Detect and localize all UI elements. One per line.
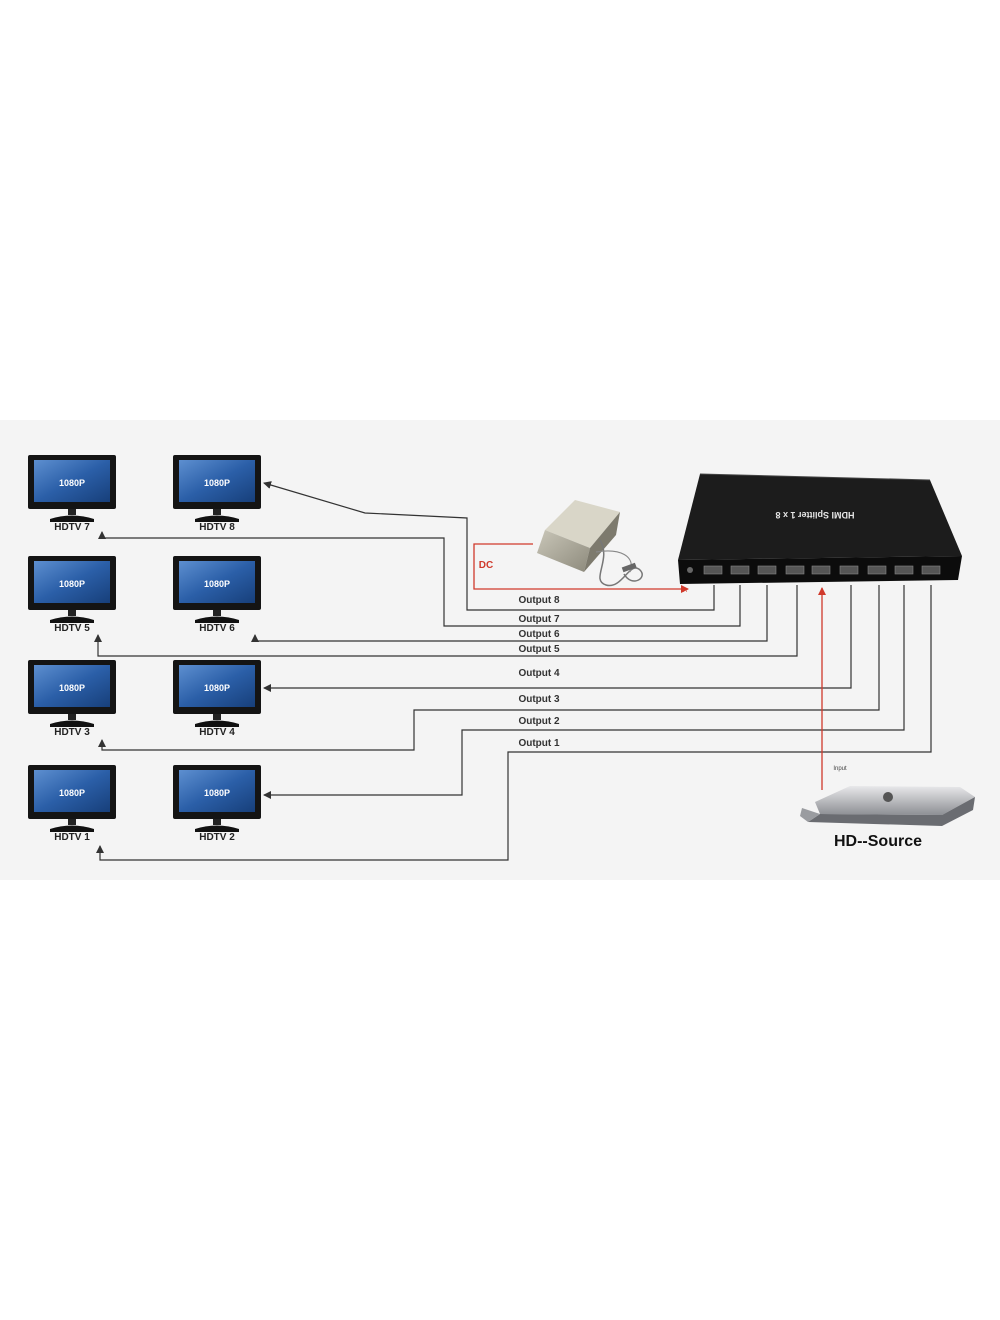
line-output-3: [98, 585, 880, 751]
line-output-6: [251, 585, 768, 642]
line-output-5: [94, 585, 798, 657]
screen-text: 1080P: [59, 788, 85, 798]
tv-hdtv-3: 1080P HDTV 3: [28, 660, 116, 738]
hdmi-splitter-device: HDMI Splitter 1 x 8: [678, 473, 962, 584]
tv-label: HDTV 3: [54, 727, 90, 738]
hd-source-device: Input HD--Source: [800, 766, 975, 850]
screen-text: 1080P: [204, 683, 230, 693]
tv-label: HDTV 5: [54, 623, 90, 634]
line-output-2: [263, 585, 905, 799]
tv-label: HDTV 6: [199, 623, 235, 634]
output-label-6: Output 6: [518, 629, 560, 640]
hdmi-port-icon: [839, 565, 859, 575]
output-label-7: Output 7: [518, 614, 560, 625]
hdmi-port-icon: [921, 565, 941, 575]
screen-text: 1080P: [59, 683, 85, 693]
hdmi-port-icon: [703, 565, 723, 575]
dc-cable-line: [473, 543, 689, 593]
tv-label: HDTV 2: [199, 832, 235, 843]
screen-text: 1080P: [59, 478, 85, 488]
tv-hdtv-8: 1080P HDTV 8: [173, 455, 261, 533]
hdmi-input-port-icon: [811, 565, 831, 575]
screen-text: 1080P: [59, 579, 85, 589]
screen-text: 1080P: [204, 579, 230, 589]
screen-text: 1080P: [204, 788, 230, 798]
hdmi-port-icon: [894, 565, 914, 575]
output-label-3: Output 3: [518, 694, 560, 705]
tv-label: HDTV 8: [199, 522, 235, 533]
source-logo-icon: [883, 792, 893, 802]
tv-hdtv-2: 1080P HDTV 2: [173, 765, 261, 843]
tv-hdtv-7: 1080P HDTV 7: [28, 455, 116, 533]
tv-hdtv-1: 1080P HDTV 1: [28, 765, 116, 843]
tv-hdtv-4: 1080P HDTV 4: [173, 660, 261, 738]
hdmi-port-icon: [785, 565, 805, 575]
line-output-8: [263, 481, 715, 611]
splitter-label: HDMI Splitter 1 x 8: [775, 510, 854, 520]
output-label-1: Output 1: [518, 738, 560, 749]
tv-hdtv-6: 1080P HDTV 6: [173, 556, 261, 634]
dc-jack-icon: [687, 567, 693, 573]
input-label: Input: [833, 766, 847, 772]
output-label-8: Output 8: [518, 595, 560, 606]
tv-label: HDTV 1: [54, 832, 90, 843]
hdmi-port-icon: [757, 565, 777, 575]
output-label-4: Output 4: [518, 668, 560, 679]
line-output-7: [98, 531, 741, 627]
source-label: HD--Source: [834, 833, 922, 850]
line-output-4: [263, 585, 852, 692]
line-output-1: [96, 585, 932, 861]
tv-hdtv-5: 1080P HDTV 5: [28, 556, 116, 634]
tv-label: HDTV 4: [199, 727, 235, 738]
output-label-2: Output 2: [518, 716, 560, 727]
power-adapter: DC A: [479, 500, 687, 594]
ac-label: A: [683, 588, 687, 594]
dc-label: DC: [479, 560, 493, 571]
tv-label: HDTV 7: [54, 522, 90, 533]
hdmi-port-icon: [730, 565, 750, 575]
hdmi-port-icon: [867, 565, 887, 575]
output-label-5: Output 5: [518, 644, 560, 655]
screen-text: 1080P: [204, 478, 230, 488]
